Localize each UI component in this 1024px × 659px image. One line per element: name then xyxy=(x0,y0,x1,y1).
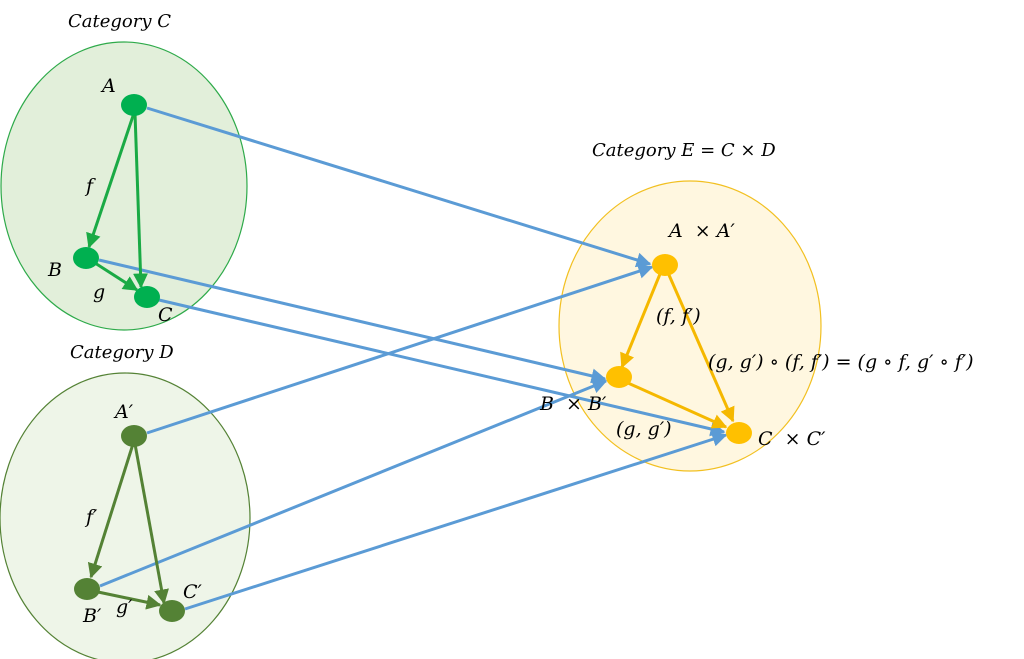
category-e-title: Category E = C × D xyxy=(592,140,776,161)
morphism-g2 xyxy=(97,590,162,610)
functor-arrows xyxy=(98,106,728,611)
morphism-g-of-f xyxy=(133,112,149,289)
arrow-b2-to-bxb xyxy=(99,379,608,588)
node-b xyxy=(73,247,99,269)
label-f: f xyxy=(84,175,96,197)
node-c xyxy=(134,286,160,308)
label-axa: A × A′ xyxy=(667,220,735,242)
category-c-morphisms xyxy=(86,112,149,292)
label-g2: g′ xyxy=(116,596,133,618)
label-cxc: C × C′ xyxy=(758,428,826,450)
morphism-g xyxy=(94,261,139,292)
arrow-b-to-bxb xyxy=(98,258,607,384)
label-c2: C′ xyxy=(183,581,203,603)
label-gg: (g, g′) xyxy=(616,418,672,440)
label-composition: (g, g′) ∘ (f, f′) = (g ∘ f, g′ ∘ f′) xyxy=(708,351,974,373)
arrow-c-to-cxc xyxy=(158,298,726,437)
label-a: A xyxy=(100,75,116,97)
node-a xyxy=(121,94,147,116)
arrow-a-to-axa xyxy=(146,106,652,268)
category-c-region xyxy=(0,41,248,331)
label-a2: A′ xyxy=(113,401,134,423)
morphism-g2-of-f2 xyxy=(133,443,169,605)
arrow-a2-to-axa xyxy=(146,264,654,435)
category-d-title: Category D xyxy=(70,342,174,363)
arrow-c2-to-cxc xyxy=(184,431,728,611)
node-bxb xyxy=(606,366,632,388)
node-cxc xyxy=(726,422,752,444)
node-b2 xyxy=(74,578,100,600)
label-c: C xyxy=(158,304,173,326)
category-c-title: Category C xyxy=(68,11,171,32)
morphism-f xyxy=(86,112,136,249)
node-axa xyxy=(652,254,678,276)
label-ff: (f, f′) xyxy=(656,305,701,327)
category-d-morphisms xyxy=(87,443,169,610)
label-bxb: B × B′ xyxy=(539,393,607,415)
morphism-ff xyxy=(620,273,662,369)
category-d-region xyxy=(0,372,251,659)
label-f2: f′ xyxy=(84,506,98,528)
morphism-composition xyxy=(667,274,735,423)
node-a2 xyxy=(121,425,147,447)
label-g: g xyxy=(93,281,105,303)
label-b: B xyxy=(47,259,62,281)
node-c2 xyxy=(159,600,185,622)
category-e-morphisms xyxy=(620,273,735,429)
morphism-gg xyxy=(627,381,728,429)
label-b2: B′ xyxy=(82,605,102,627)
morphism-f2 xyxy=(87,443,135,579)
